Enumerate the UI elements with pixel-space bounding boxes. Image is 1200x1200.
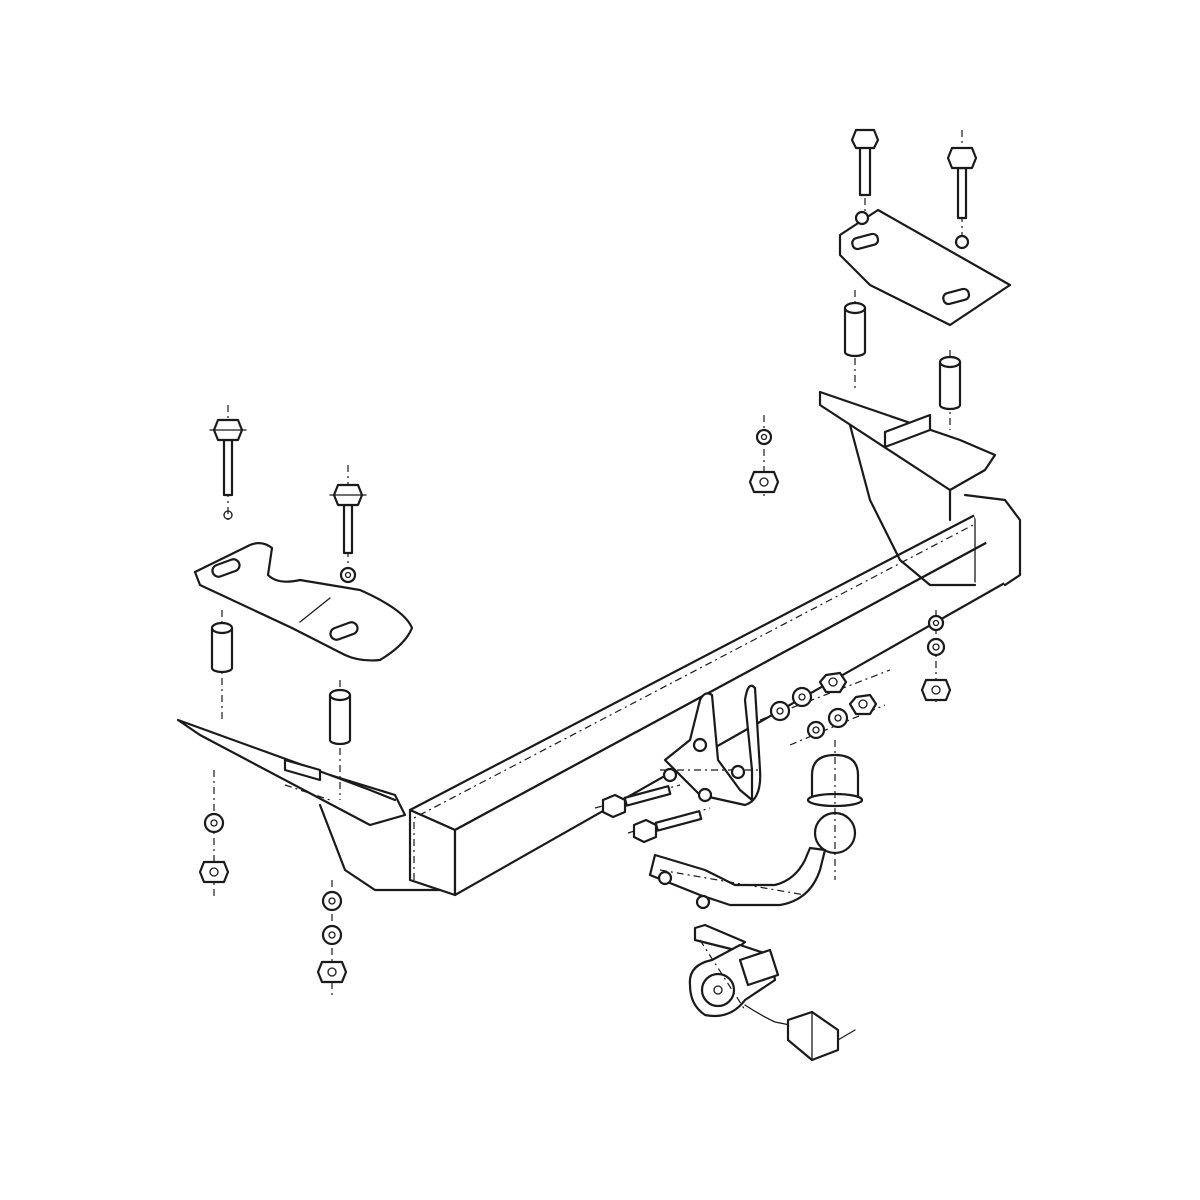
right-bolt-2 (946, 130, 978, 245)
center-mount-bracket (660, 684, 762, 807)
left-bolt-2 (329, 465, 367, 580)
left-fasteners (198, 510, 357, 995)
right-bolt-1 (850, 128, 880, 215)
left-reinforcement-plate (193, 541, 414, 662)
tow-ball-arm (648, 846, 827, 910)
tow-ball (813, 740, 857, 880)
left-spacer-2 (328, 680, 352, 800)
right-spacer-1 (843, 290, 867, 392)
electrical-socket-plate (688, 923, 780, 1018)
electrical-connector (744, 1004, 856, 1062)
right-mounting-bracket (818, 390, 1022, 587)
right-reinforcement-plate (838, 208, 1012, 327)
left-spacer-1 (210, 610, 234, 720)
left-bolt-1 (209, 405, 247, 520)
center-bolts (594, 784, 711, 844)
center-nuts (759, 669, 891, 746)
right-fasteners (748, 210, 970, 705)
left-mounting-bracket (176, 718, 442, 892)
right-spacer-2 (938, 350, 962, 430)
